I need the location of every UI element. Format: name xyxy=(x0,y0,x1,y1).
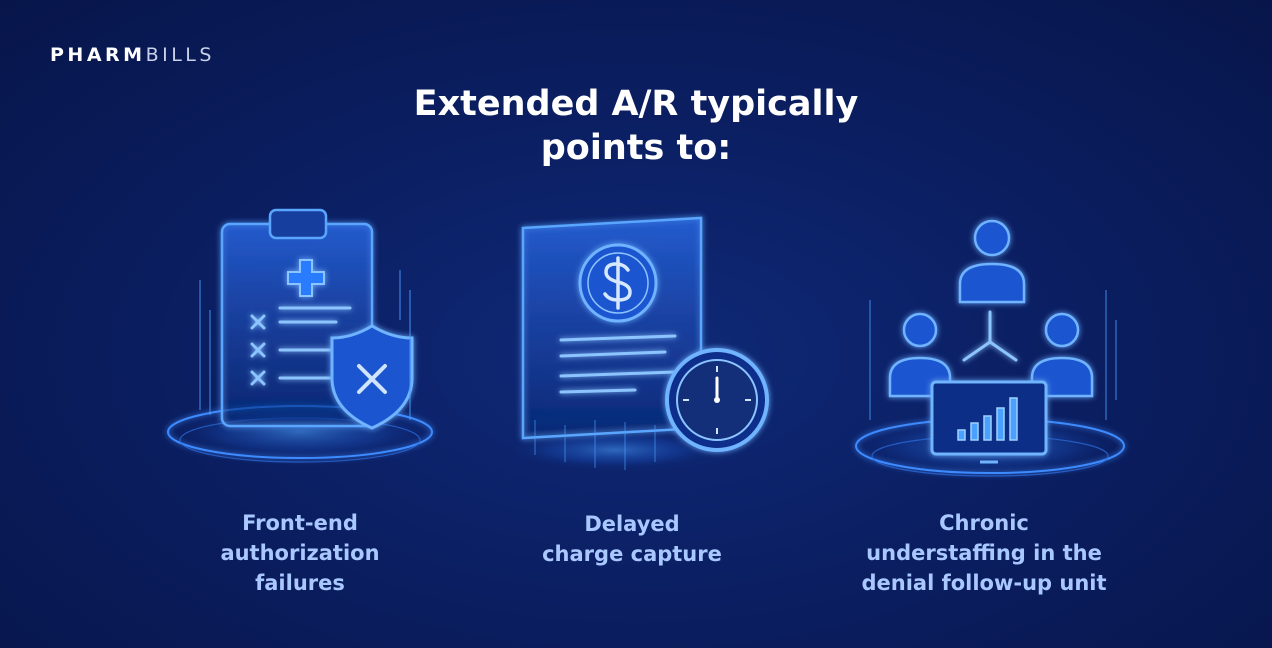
caption-line: Delayed xyxy=(584,512,680,536)
brand-part1: PHARM xyxy=(50,44,146,66)
caption-line: Chronic xyxy=(939,511,1029,535)
card-staffing xyxy=(830,200,1150,500)
caption-line: charge capture xyxy=(542,542,722,566)
caption-authorization: Front-end authorization failures xyxy=(140,508,460,598)
brand-logo: PHARMBILLS xyxy=(50,44,215,66)
caption-line: authorization xyxy=(220,541,380,565)
caption-line: Front-end xyxy=(242,511,358,535)
card-authorization xyxy=(140,200,460,500)
title-line-2: points to: xyxy=(540,128,732,168)
caption-staffing: Chronic understaffing in the denial foll… xyxy=(824,508,1144,598)
caption-charge-capture: Delayed charge capture xyxy=(472,509,792,569)
caption-line: failures xyxy=(255,571,345,595)
caption-line: understaffing in the xyxy=(866,541,1102,565)
team-monitor-icon xyxy=(850,219,1130,478)
card-charge-capture xyxy=(475,200,795,500)
brand-part2: BILLS xyxy=(145,44,215,66)
title-line-1: Extended A/R typically xyxy=(413,84,859,124)
page-title: Extended A/R typically points to: xyxy=(0,82,1272,170)
clipboard-shield-icon xyxy=(162,208,438,463)
caption-line: denial follow-up unit xyxy=(861,571,1107,595)
invoice-clock-icon xyxy=(505,216,769,470)
